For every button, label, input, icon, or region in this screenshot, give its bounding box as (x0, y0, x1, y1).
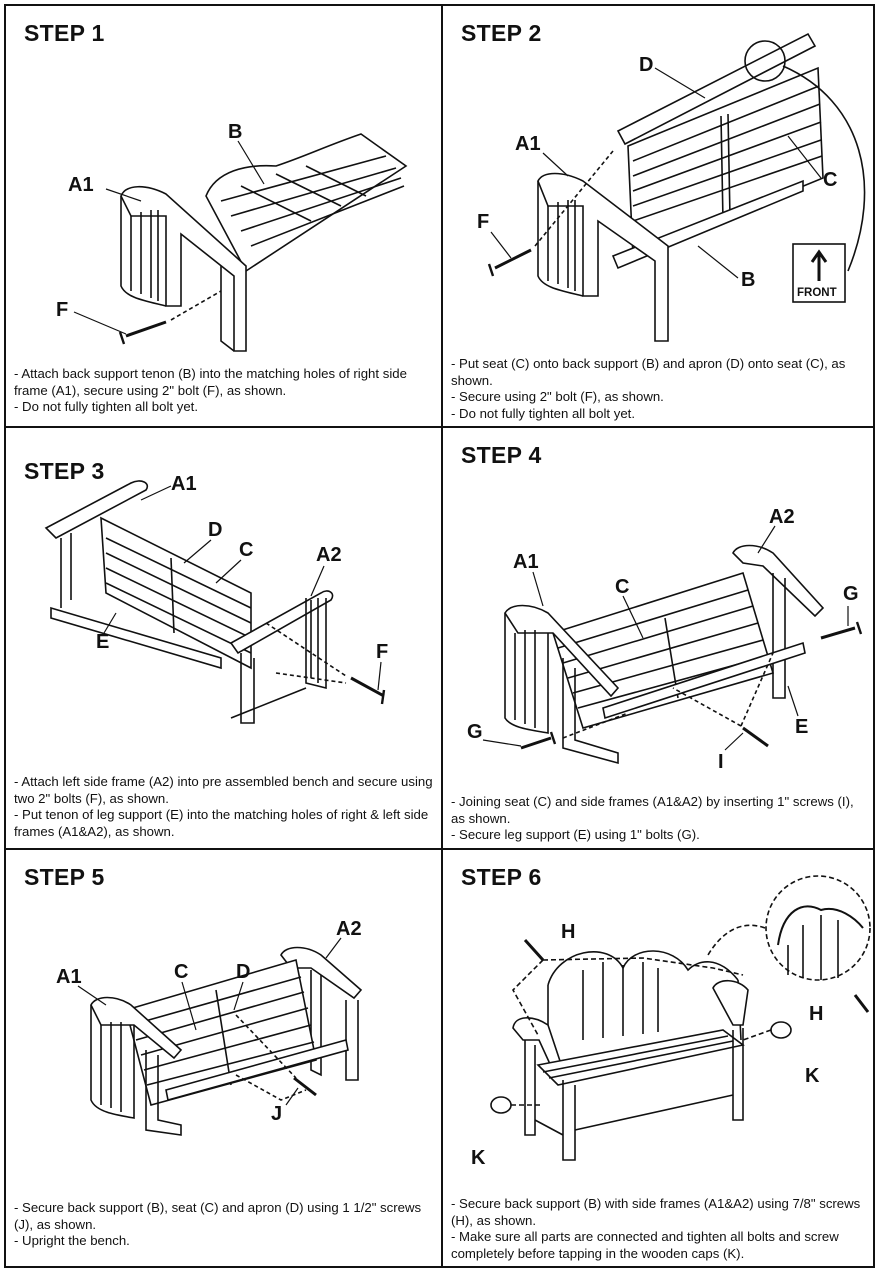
step-3-instruction-2: - Put tenon of leg support (E) into the … (14, 807, 429, 839)
row-divider-1 (6, 426, 873, 428)
step-6-panel: STEP 6 (443, 850, 877, 1270)
step-1-instructions: - Attach back support tenon (B) into the… (14, 366, 433, 416)
step-1-instruction-1: - Attach back support tenon (B) into the… (14, 366, 407, 398)
step-2-instruction-2: - Secure using 2" bolt (F), as shown. (451, 389, 664, 405)
step-5-instructions: - Secure back support (B), seat (C) and … (14, 1200, 433, 1250)
step-3-instruction-1: - Attach left side frame (A2) into pre a… (14, 774, 433, 806)
step-5-instruction-2: - Upright the bench. (14, 1233, 130, 1249)
step-4-instruction-1: - Joining seat (C) and side frames (A1&A… (451, 794, 854, 826)
step-6-label-k-right: K (805, 1065, 820, 1087)
step-4-label-c: C (615, 576, 629, 598)
step-2-label-d: D (639, 54, 653, 76)
step-4-label-g-right: G (843, 583, 859, 605)
step-1-label-f: F (56, 299, 68, 321)
step-3-label-f: F (376, 641, 388, 663)
step-4-title: STEP 4 (461, 442, 542, 468)
step-6-title: STEP 6 (461, 864, 542, 890)
step-3-instructions: - Attach left side frame (A2) into pre a… (14, 774, 433, 840)
step-4-illustration: A2 A1 C G E G I (467, 506, 863, 773)
row-divider-2 (6, 848, 873, 850)
step-5-instruction-1: - Secure back support (B), seat (C) and … (14, 1200, 422, 1232)
step-3-illustration: A1 D C A2 E F (44, 473, 388, 724)
step-6-label-k-left: K (471, 1147, 486, 1169)
step-2-illustration: D A1 C F B FRONT (477, 32, 866, 342)
step-3-label-a2: A2 (316, 544, 342, 566)
step-6-label-h-right: H (809, 1003, 823, 1025)
step-4-label-a1: A1 (513, 551, 539, 573)
step-2-instructions: - Put seat (C) onto back support (B) and… (451, 356, 869, 422)
assembly-sheet: STEP 1 A1 B F - Attach (4, 4, 875, 1268)
step-2-label-c: C (823, 169, 837, 191)
step-5-illustration: A2 A1 C D J (56, 918, 363, 1136)
step-6-instruction-1: - Secure back support (B) with side fram… (451, 1196, 861, 1228)
step-3-label-d: D (208, 519, 222, 541)
step-6-illustration: H H K K (471, 875, 871, 1169)
step-3-title: STEP 3 (24, 458, 105, 484)
step-1-panel: STEP 1 A1 B F - Attach (6, 6, 441, 426)
step-6-instruction-2: - Make sure all parts are connected and … (451, 1229, 839, 1261)
step-2-instruction-3: - Do not fully tighten all bolt yet. (451, 405, 635, 421)
step-4-panel: STEP 4 (443, 428, 877, 848)
step-4-instruction-2: - Secure leg support (E) using 1" bolts … (451, 827, 700, 843)
step-3-label-e: E (96, 631, 109, 653)
step-6-label-h-top: H (561, 921, 575, 943)
step-1-illustration: A1 B F (56, 121, 408, 352)
step-5-title: STEP 5 (24, 864, 105, 890)
step-1-label-b: B (228, 121, 242, 143)
step-4-label-g-left: G (467, 721, 483, 743)
step-1-title: STEP 1 (24, 20, 105, 46)
step-5-label-j: J (271, 1103, 282, 1125)
front-label: FRONT (797, 287, 837, 299)
step-2-panel: STEP 2 (443, 6, 877, 426)
step-1-instruction-2: - Do not fully tighten all bolt yet. (14, 399, 198, 415)
step-3-label-c: C (239, 539, 253, 561)
step-5-label-a1: A1 (56, 966, 82, 988)
step-2-label-f: F (477, 211, 489, 233)
step-2-label-b: B (741, 269, 755, 291)
step-4-label-a2: A2 (769, 506, 795, 528)
step-5-panel: STEP 5 A2 A1 (6, 850, 441, 1270)
step-3-label-a1: A1 (171, 473, 197, 495)
step-4-instructions: - Joining seat (C) and side frames (A1&A… (451, 794, 869, 844)
step-5-label-a2: A2 (336, 918, 362, 940)
step-6-instructions: - Secure back support (B) with side fram… (451, 1196, 869, 1262)
step-5-label-d: D (236, 961, 250, 983)
step-2-title: STEP 2 (461, 20, 542, 46)
step-4-label-e: E (795, 716, 808, 738)
step-4-label-i: I (718, 751, 724, 773)
column-divider (441, 6, 443, 1266)
step-2-label-a1: A1 (515, 133, 541, 155)
step-1-label-a1: A1 (68, 174, 94, 196)
step-3-panel: STEP 3 (6, 428, 441, 848)
step-2-instruction-1: - Put seat (C) onto back support (B) and… (451, 356, 846, 388)
step-5-label-c: C (174, 961, 188, 983)
